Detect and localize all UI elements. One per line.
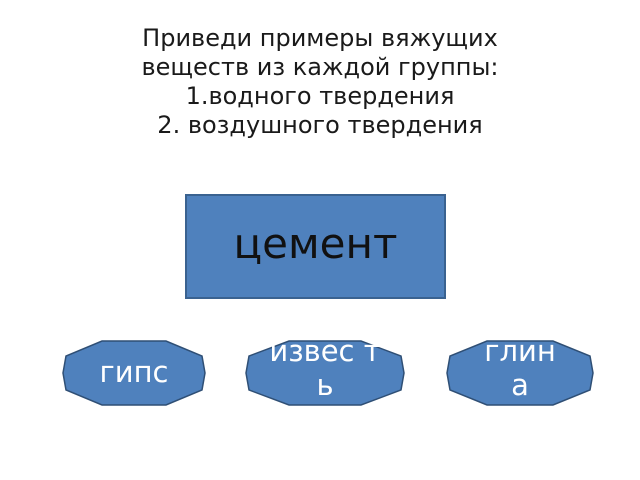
- lime-octagon: [245, 340, 405, 406]
- cement-box: цемент: [185, 194, 446, 299]
- lime-label: извес ть: [269, 334, 381, 402]
- clay-octagon: [446, 340, 594, 406]
- gypsum-label: гипс: [99, 355, 169, 389]
- title-line-3: 1.водного твердения: [185, 82, 455, 110]
- slide-title: Приведи примеры вяжущих веществ из каждо…: [0, 24, 640, 140]
- title-line-2: веществ из каждой группы:: [141, 53, 499, 81]
- cement-label: цемент: [233, 218, 398, 268]
- gypsum-octagon: [62, 340, 206, 406]
- clay-label: глин а: [484, 334, 556, 402]
- title-line-1: Приведи примеры вяжущих: [142, 24, 498, 52]
- title-line-4: 2. воздушного твердения: [157, 111, 483, 139]
